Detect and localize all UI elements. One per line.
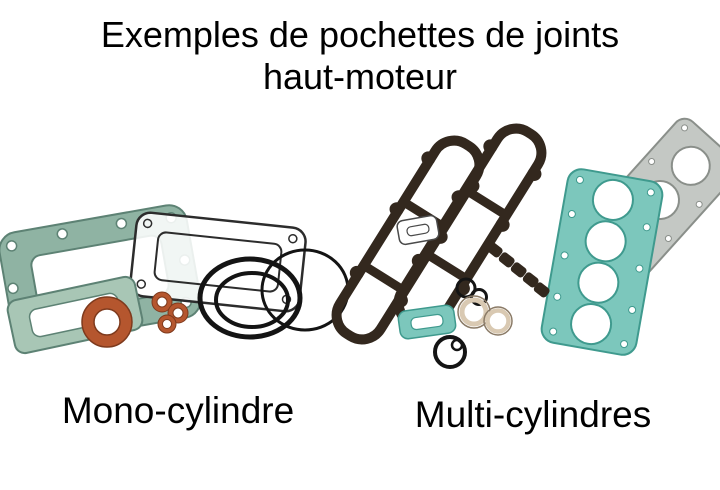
gasket-sets-illustration: [0, 117, 720, 369]
caption-multi-cylindres: Multi-cylindres: [414, 394, 652, 435]
title-line-2: haut-moteur: [262, 56, 458, 97]
caption-mono-cylindre: Mono-cylindre: [61, 390, 295, 431]
mono-cylinder-gasket-photo: [0, 204, 350, 355]
small-o-rings: [455, 277, 488, 306]
multi-cylinder-gasket-photo: [331, 117, 720, 369]
copper-exhaust-gasket: [81, 296, 133, 348]
head-gasket-4cyl: [540, 168, 664, 356]
valve-stem-seals: [486, 242, 550, 298]
small-outlined-gasket: [396, 214, 440, 246]
tan-washers: [457, 295, 513, 336]
copper-washers: [151, 291, 189, 334]
bolt-holes: [549, 175, 655, 349]
seal-ring: [433, 335, 467, 369]
title-line-1: Exemples de pochettes de joints: [100, 14, 620, 55]
bolt-holes: [136, 218, 298, 305]
gasket-lobes: [411, 139, 542, 296]
small-aqua-gasket: [397, 304, 457, 340]
